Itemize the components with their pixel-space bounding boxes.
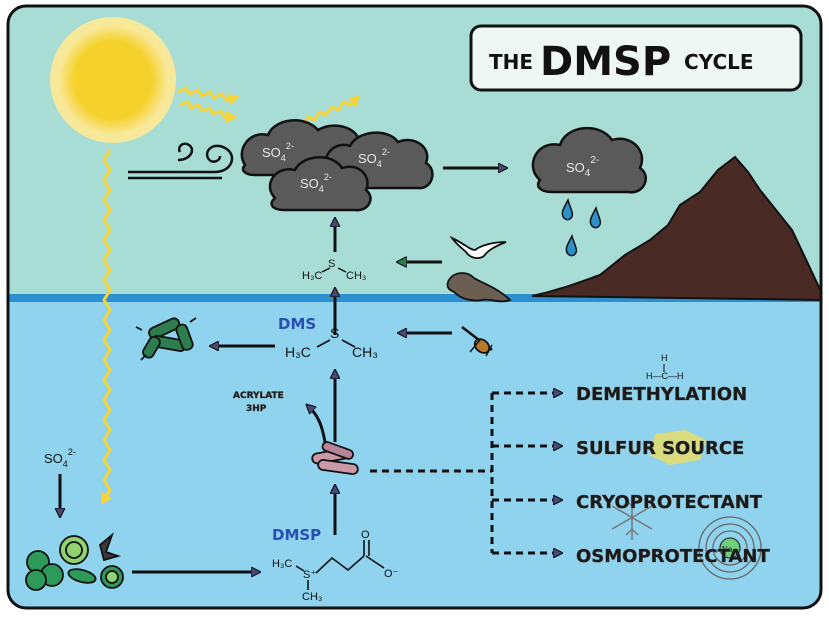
sun-icon xyxy=(58,25,168,135)
snowflake-icon xyxy=(611,495,653,540)
dms-sea-s: S xyxy=(330,325,339,341)
sunlight-reflect-ray xyxy=(300,94,361,126)
title-main: DMSP xyxy=(540,39,671,85)
sunlight-ray-to-phytoplankton xyxy=(100,149,113,506)
sunlight-ray-to-clouds-2 xyxy=(179,100,238,123)
diagram-frame xyxy=(6,4,823,610)
sulfate-label-seawater: SO42- xyxy=(44,447,76,469)
dms-air-ch3: CH₃ xyxy=(346,270,366,282)
seagull-icon xyxy=(449,235,507,259)
sulfur-crystal-icon xyxy=(650,430,706,465)
role-demethylation: DEMETHYLATION xyxy=(576,384,747,405)
dmsp-o-double: O xyxy=(361,529,370,541)
ocean-dms-molecule: H₃C S CH₃ xyxy=(285,325,378,360)
role-sulfur-source: SULFUR SOURCE xyxy=(576,438,744,459)
sulfate-label-rain-cloud: SO42- xyxy=(566,155,599,179)
dms-air-h3c: H₃C xyxy=(302,270,322,282)
rain-drop-icon xyxy=(589,205,602,229)
arrow-to-acrylate xyxy=(308,406,327,443)
sulfate-label-cloud-2: SO42- xyxy=(358,147,390,169)
title-box: THE DMSP CYCLE xyxy=(469,24,803,92)
bacteria-icon xyxy=(311,441,359,475)
rain-cloud: SO42- xyxy=(531,126,647,257)
dmsp-s-plus: S⁺ xyxy=(303,569,316,581)
sulfate-label-cloud-3: SO42- xyxy=(300,172,332,194)
cloud-cluster: SO42- SO42- SO42- xyxy=(240,119,434,212)
title-the: THE xyxy=(489,50,533,74)
dmsp-molecule: H₃C S⁺ CH₃ O O⁻ xyxy=(272,529,399,603)
sodium-symbol: Na xyxy=(722,545,733,554)
dmsp-ch3: CH₃ xyxy=(302,591,322,603)
dms-label: DMS xyxy=(278,315,316,333)
dmsp-o-minus: O⁻ xyxy=(384,568,399,580)
atom-icon xyxy=(698,516,762,580)
dms-sea-ch3: CH₃ xyxy=(352,344,378,360)
title-cycle: CYCLE xyxy=(684,50,754,74)
seal-icon xyxy=(446,272,512,303)
dms-sea-h3c: H₃C xyxy=(285,344,311,360)
wind-icon xyxy=(128,142,234,180)
sunlight-ray-to-clouds xyxy=(177,86,240,106)
dmsp-label: DMSP xyxy=(272,526,321,544)
sulfate-label-cloud-1: SO42- xyxy=(262,141,294,163)
methyl-chain: H—C—H xyxy=(646,371,684,381)
phytoplankton-icon xyxy=(25,532,124,591)
dmsp-h3c: H₃C xyxy=(272,558,292,570)
water-surface xyxy=(8,294,821,302)
cloud-icon xyxy=(240,119,434,212)
acrylate-label: ACRYLATE xyxy=(233,391,284,401)
cloud-icon xyxy=(531,126,647,194)
rain-drop-icon xyxy=(561,197,574,221)
3hp-label: 3HP xyxy=(246,404,267,414)
rain-drop-icon xyxy=(565,233,578,257)
role-cryoprotectant: CRYOPROTECTANT xyxy=(576,492,763,513)
methyl-group-icon: H H—C—H xyxy=(646,353,684,381)
mountain-icon xyxy=(531,155,821,302)
methyl-h-top: H xyxy=(661,353,668,363)
role-osmoprotectant: OSMOPROTECTANT xyxy=(576,546,770,567)
copepod-icon xyxy=(461,326,493,357)
bacteria-icon xyxy=(135,317,197,361)
atmospheric-dms-molecule: H₃C S CH₃ xyxy=(302,258,366,282)
dms-air-s: S xyxy=(328,258,335,270)
